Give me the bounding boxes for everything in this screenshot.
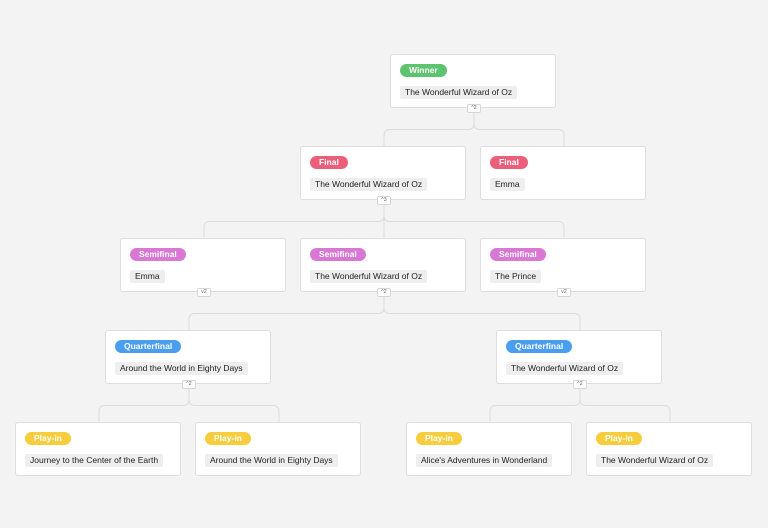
card-qf-2[interactable]: Quarterfinal The Wonderful Wizard of Oz	[496, 330, 662, 384]
stage-badge: Quarterfinal	[506, 340, 573, 353]
card-semi-2[interactable]: Semifinal The Wonderful Wizard of Oz	[300, 238, 466, 292]
card-semi-1[interactable]: Semifinal Emma	[120, 238, 286, 292]
stage-badge: Final	[490, 156, 528, 169]
expand-toggle-final-1[interactable]: ^3	[377, 196, 391, 205]
stage-badge: Semifinal	[130, 248, 186, 261]
chevron-up-icon: ^	[577, 381, 580, 387]
connector-line	[579, 389, 671, 422]
connector-line	[98, 389, 190, 422]
chevron-down-icon: v	[561, 289, 564, 295]
book-title: The Wonderful Wizard of Oz	[310, 270, 428, 283]
stage-badge: Play-in	[205, 432, 251, 445]
card-playin-2[interactable]: Play-in Around the World in Eighty Days	[195, 422, 361, 476]
connector-line	[383, 205, 565, 238]
expand-count: 2	[473, 105, 477, 111]
expand-toggle-winner[interactable]: ^2	[467, 104, 481, 113]
connector-line	[203, 205, 385, 238]
book-title: Alice's Adventures in Wonderland	[416, 454, 553, 467]
stage-badge: Semifinal	[490, 248, 546, 261]
connector-line	[489, 389, 581, 422]
chevron-up-icon: ^	[381, 289, 384, 295]
card-final-1[interactable]: Final The Wonderful Wizard of Oz	[300, 146, 466, 200]
card-qf-1[interactable]: Quarterfinal Around the World in Eighty …	[105, 330, 271, 384]
connector-line	[383, 113, 475, 146]
stage-badge: Play-in	[25, 432, 71, 445]
connector-line	[188, 297, 385, 330]
chevron-down-icon: v	[201, 289, 204, 295]
expand-count: 2	[383, 289, 387, 295]
stage-badge: Play-in	[416, 432, 462, 445]
stage-badge: Final	[310, 156, 348, 169]
book-title: Around the World in Eighty Days	[205, 454, 338, 467]
book-title: The Wonderful Wizard of Oz	[506, 362, 624, 375]
stage-badge: Play-in	[596, 432, 642, 445]
expand-toggle-qf-2[interactable]: ^2	[573, 380, 587, 389]
book-title: The Wonderful Wizard of Oz	[596, 454, 714, 467]
expand-toggle-semi-2[interactable]: ^2	[377, 288, 391, 297]
expand-count: 2	[563, 289, 567, 295]
expand-count: 3	[383, 197, 387, 203]
card-final-2[interactable]: Final Emma	[480, 146, 646, 200]
card-winner[interactable]: Winner The Wonderful Wizard of Oz	[390, 54, 556, 108]
expand-count: 2	[203, 289, 207, 295]
book-title: The Prince	[490, 270, 542, 283]
stage-badge: Semifinal	[310, 248, 366, 261]
book-title: Journey to the Center of the Earth	[25, 454, 164, 467]
book-title: Around the World in Eighty Days	[115, 362, 248, 375]
card-playin-1[interactable]: Play-in Journey to the Center of the Ear…	[15, 422, 181, 476]
book-title: Emma	[490, 178, 525, 191]
connector-line	[383, 297, 581, 330]
expand-toggle-semi-1[interactable]: v2	[197, 288, 211, 297]
stage-badge: Quarterfinal	[115, 340, 182, 353]
card-playin-3[interactable]: Play-in Alice's Adventures in Wonderland	[406, 422, 572, 476]
chevron-up-icon: ^	[471, 105, 474, 111]
book-title: The Wonderful Wizard of Oz	[400, 86, 518, 99]
book-title: Emma	[130, 270, 165, 283]
book-title: The Wonderful Wizard of Oz	[310, 178, 428, 191]
chevron-up-icon: ^	[381, 197, 384, 203]
card-semi-3[interactable]: Semifinal The Prince	[480, 238, 646, 292]
expand-toggle-qf-1[interactable]: ^2	[182, 380, 196, 389]
stage-badge: Winner	[400, 64, 447, 77]
expand-count: 2	[188, 381, 192, 387]
expand-count: 2	[579, 381, 583, 387]
card-playin-4[interactable]: Play-in The Wonderful Wizard of Oz	[586, 422, 752, 476]
connector-line	[473, 113, 565, 146]
expand-toggle-semi-3[interactable]: v2	[557, 288, 571, 297]
chevron-up-icon: ^	[186, 381, 189, 387]
connector-line	[188, 389, 280, 422]
